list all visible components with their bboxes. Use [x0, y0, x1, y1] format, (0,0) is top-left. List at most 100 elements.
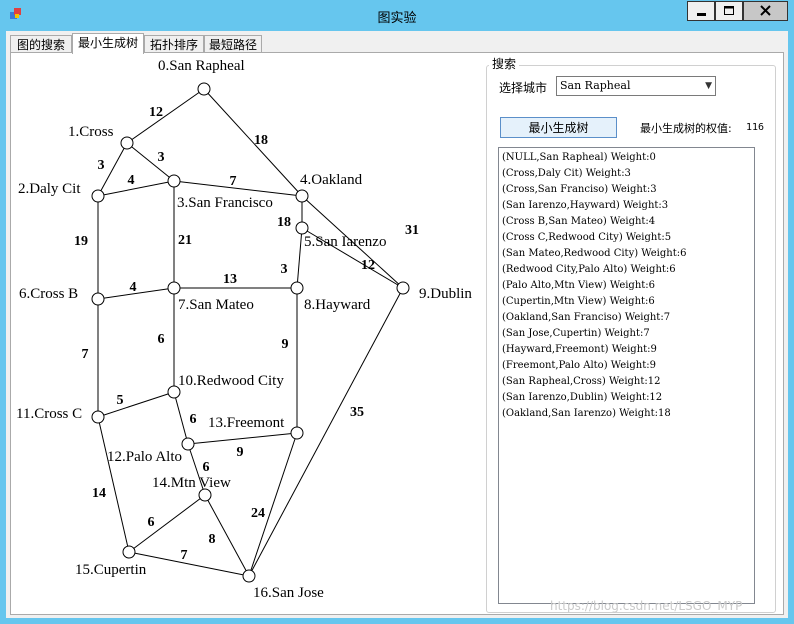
graph-node — [295, 189, 309, 203]
graph-node — [91, 292, 105, 306]
graph-node-label: 5.San Iarenzo — [304, 234, 386, 250]
graph-node-label: 9.Dublin — [419, 286, 472, 302]
list-item[interactable]: (San Iarenzo,Dublin) Weight:12 — [502, 392, 663, 403]
edge-weight-label: 5 — [117, 393, 124, 408]
city-select[interactable]: San Rapheal ▼ — [556, 76, 716, 96]
edge-weight-label: 9 — [237, 445, 244, 460]
edge-weight-label: 3 — [281, 262, 288, 277]
list-item[interactable]: (Oakland,San Franciso) Weight:7 — [502, 312, 671, 323]
list-item[interactable]: (Oakland,San Iarenzo) Weight:18 — [502, 408, 671, 419]
edge-weight-label: 4 — [128, 173, 135, 188]
graph-node-label: 8.Hayward — [304, 297, 371, 313]
close-button[interactable] — [743, 1, 788, 21]
graph-node-label: 16.San Jose — [253, 585, 324, 601]
graph-edge — [248, 432, 298, 577]
city-select-value: San Rapheal — [560, 79, 631, 92]
graph-node-label: 10.Redwood City — [178, 373, 284, 389]
app-icon — [10, 8, 21, 19]
list-item[interactable]: (Cross B,San Mateo) Weight:4 — [502, 216, 656, 227]
graph-node — [167, 385, 181, 399]
graph-node — [290, 281, 304, 295]
edge-weight-label: 6 — [148, 515, 155, 530]
graph-edge — [204, 494, 250, 577]
list-item[interactable]: (Redwood City,Palo Alto) Weight:6 — [502, 264, 676, 275]
graph-edge — [296, 227, 303, 289]
graph-node — [181, 437, 195, 451]
graph-node-label: 6.Cross B — [19, 286, 78, 302]
window-title: 图实验 — [377, 11, 417, 26]
graph-edge — [97, 142, 128, 197]
title-bar[interactable]: 图实验 — [0, 0, 794, 31]
tab-mst[interactable]: 最小生成树 — [72, 33, 144, 54]
edge-weight-label: 35 — [350, 405, 364, 420]
graph-node — [120, 136, 134, 150]
edge-weight-label: 9 — [282, 337, 289, 352]
graph-edge — [126, 88, 205, 144]
edge-weight-label: 6 — [158, 332, 165, 347]
graph-node-label: 14.Mtn View — [152, 475, 231, 491]
edge-weight-label: 6 — [203, 460, 210, 475]
graph-edge — [187, 443, 206, 496]
mst-button[interactable]: 最小生成树 — [500, 117, 617, 138]
graph-node-label: 13.Freemont — [208, 415, 285, 431]
list-item[interactable]: (Cross C,Redwood City) Weight:5 — [502, 232, 672, 243]
graph-edge — [187, 432, 298, 445]
tab-topological-sort[interactable]: 拓扑排序 — [144, 35, 204, 53]
edge-weight-label: 4 — [130, 280, 137, 295]
list-item[interactable]: (NULL,San Rapheal) Weight:0 — [502, 152, 656, 163]
search-groupbox — [486, 65, 776, 613]
graph-node — [167, 281, 181, 295]
graph-node — [167, 174, 181, 188]
graph-edge — [97, 391, 175, 418]
graph-edge — [97, 180, 175, 197]
list-item[interactable]: (San Jose,Cupertin) Weight:7 — [502, 328, 650, 339]
graph-edge — [97, 416, 130, 553]
edge-weight-label: 12 — [361, 258, 375, 273]
mst-result-list[interactable]: (NULL,San Rapheal) Weight:0 (Cross,Daly … — [498, 147, 755, 604]
edge-weight-label: 13 — [223, 272, 237, 287]
minimize-button[interactable] — [687, 1, 715, 21]
edge-weight-label: 12 — [149, 105, 163, 120]
list-item[interactable]: (Palo Alto,Mtn View) Weight:6 — [502, 280, 656, 291]
edge-weight-label: 18 — [254, 133, 268, 148]
edge-weight-label: 3 — [158, 150, 165, 165]
graph-node-label: 0.San Rapheal — [158, 58, 245, 74]
graph-edge — [248, 287, 404, 577]
edge-weight-label: 7 — [230, 174, 237, 189]
graph-node — [198, 488, 212, 502]
edge-weight-label: 7 — [82, 347, 89, 362]
mst-weight-value: 116 — [746, 122, 765, 133]
search-group-label: 搜索 — [489, 55, 520, 72]
tab-graph-search[interactable]: 图的搜索 — [10, 35, 72, 53]
city-label: 选择城市 — [499, 81, 548, 95]
graph-node-label: 3.San Francisco — [177, 195, 273, 211]
tab-shortest-path[interactable]: 最短路径 — [204, 35, 262, 53]
list-item[interactable]: (San Iarenzo,Hayward) Weight:3 — [502, 200, 669, 211]
graph-edge — [301, 227, 404, 289]
edge-weight-label: 6 — [190, 412, 197, 427]
list-item[interactable]: (Cross,Daly Cit) Weight:3 — [502, 168, 631, 179]
edge-weight-label: 31 — [405, 223, 419, 238]
list-item[interactable]: (Hayward,Freemont) Weight:9 — [502, 344, 657, 355]
graph-node — [91, 189, 105, 203]
watermark: https://blog.csdn.net/LSGO_MYP — [550, 599, 743, 613]
mst-weight-label: 最小生成树的权值: — [640, 122, 732, 135]
list-item[interactable]: (Freemont,Palo Alto) Weight:9 — [502, 360, 656, 371]
maximize-button[interactable] — [715, 1, 743, 21]
graph-node-label: 4.Oakland — [300, 172, 363, 188]
list-item[interactable]: (San Rapheal,Cross) Weight:12 — [502, 376, 661, 387]
graph-node-label: 7.San Mateo — [178, 297, 254, 313]
list-item[interactable]: (Cross,San Franciso) Weight:3 — [502, 184, 657, 195]
graph-edge — [173, 391, 189, 445]
graph-edge — [203, 88, 303, 197]
graph-edge — [128, 551, 250, 577]
graph-node — [290, 426, 304, 440]
graph-node — [91, 410, 105, 424]
list-item[interactable]: (San Mateo,Redwood City) Weight:6 — [502, 248, 687, 259]
chevron-down-icon[interactable]: ▼ — [705, 81, 712, 91]
list-item[interactable]: (Cupertin,Mtn View) Weight:6 — [502, 296, 655, 307]
graph-node-label: 11.Cross C — [16, 406, 82, 422]
close-icon — [760, 5, 771, 16]
edge-weight-label: 18 — [277, 215, 291, 230]
